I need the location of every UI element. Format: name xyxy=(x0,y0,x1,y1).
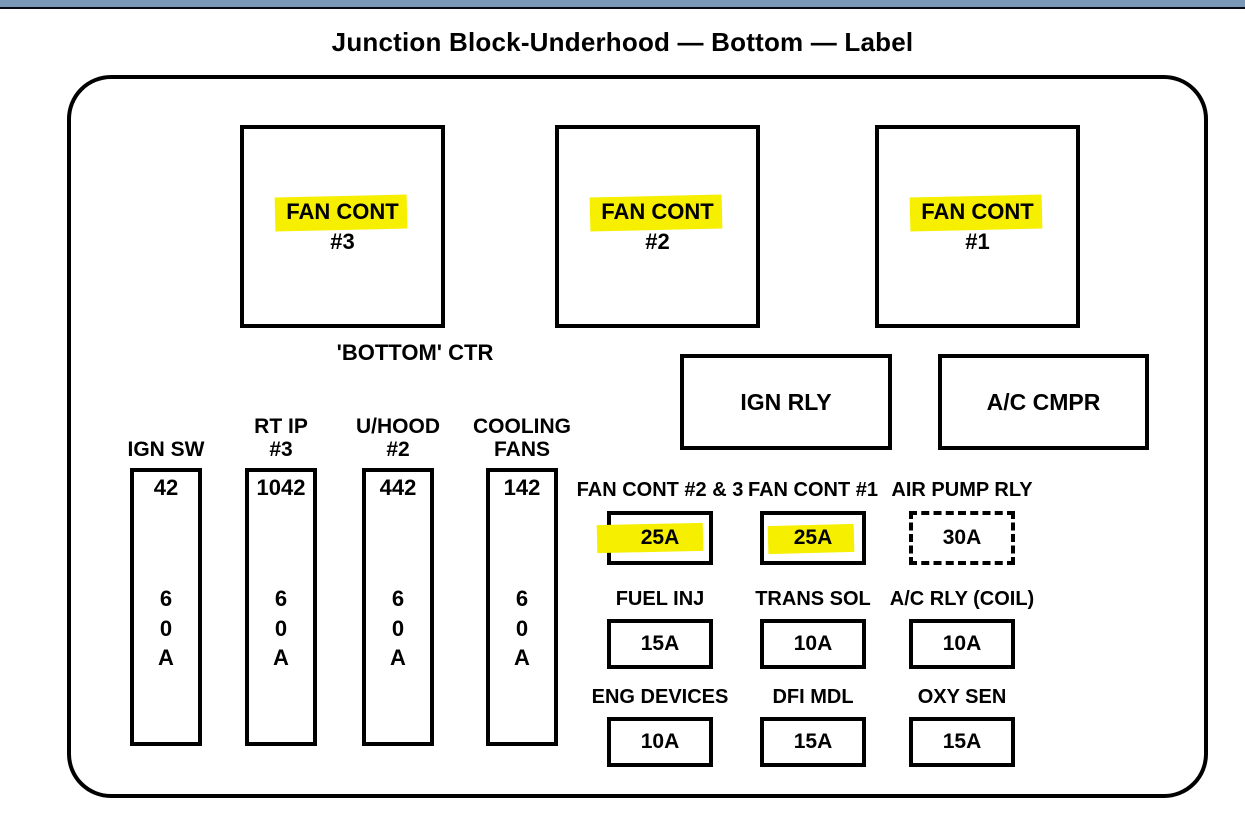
circuit-number: 42 xyxy=(153,475,179,500)
amp-char: A xyxy=(158,645,174,671)
fuse-label-eng-devices: ENG DEVICES xyxy=(591,686,729,708)
relay-label: A/C CMPR xyxy=(986,388,1101,415)
label-line: U/HOOD xyxy=(356,414,440,438)
fuse-fan-cont-2-3: 25A xyxy=(596,511,713,565)
fuse-label-fan-cont-1: FAN CONT #1 xyxy=(747,479,879,501)
relay-square-number: #2 xyxy=(645,228,670,254)
relay-square-number: #1 xyxy=(965,228,990,254)
fuse-oxy-sen: 15A xyxy=(909,717,1015,767)
circuit-number: 442 xyxy=(379,475,417,500)
amp-char: 0 xyxy=(515,615,529,641)
relay-ac-cmpr: A/C CMPR xyxy=(938,354,1149,450)
amp-char: 0 xyxy=(391,615,405,641)
circuit-number: 1042 xyxy=(256,475,306,500)
label-line: #2 xyxy=(386,437,410,461)
label-line: RT IP xyxy=(254,414,308,438)
fuse-label-fuel-inj: FUEL INJ xyxy=(615,588,705,610)
relay-square-number: #3 xyxy=(330,228,355,254)
circuit-number: 142 xyxy=(503,475,541,500)
amp-char: 6 xyxy=(159,586,173,611)
fuse-rating: 10A xyxy=(942,632,982,655)
fuse-label-dfi-mdl: DFI MDL xyxy=(772,686,854,708)
fuse-air-pump-rly: 30A xyxy=(909,511,1015,565)
amp-char: A xyxy=(514,645,530,671)
maxi-fuse-label-ign-sw: IGN SW xyxy=(91,405,241,461)
fuse-rating: 10A xyxy=(793,632,833,655)
relay-square-name: FAN CONT xyxy=(286,198,399,224)
label-line: #3 xyxy=(269,437,293,461)
fuse-rating: 25A xyxy=(793,526,833,549)
fuse-fuel-inj: 15A xyxy=(607,619,713,669)
fuse-ac-rly-coil: 10A xyxy=(909,619,1015,669)
amp-char: A xyxy=(273,645,289,671)
maxi-fuse-label-rt-ip-3: RT IP #3 xyxy=(206,405,356,461)
label-line: FANS xyxy=(493,437,550,461)
fuse-label-ac-rly-coil: A/C RLY (COIL) xyxy=(889,588,1035,610)
fuse-dfi-mdl: 15A xyxy=(760,717,866,767)
highlight-mark: FAN CONT xyxy=(921,197,1033,227)
diagram-title: Junction Block-Underhood — Bottom — Labe… xyxy=(331,27,914,57)
fuse-label-air-pump-rly: AIR PUMP RLY xyxy=(891,479,1033,501)
relay-label: IGN RLY xyxy=(740,388,832,415)
fuse-rating: 25A xyxy=(640,526,680,549)
amp-rating: 6 0 A xyxy=(490,584,554,673)
amp-rating: 6 0 A xyxy=(249,584,313,673)
bottom-ctr-label: 'BOTTOM' CTR xyxy=(336,340,494,365)
fuse-fan-cont-1: 25A xyxy=(760,511,866,565)
amp-char: 6 xyxy=(515,586,529,611)
relay-square-name: FAN CONT xyxy=(921,198,1034,224)
highlight-mark: FAN CONT xyxy=(286,197,398,227)
amp-rating: 6 0 A xyxy=(134,584,198,673)
amp-char: A xyxy=(390,645,406,671)
fuse-label-oxy-sen: OXY SEN xyxy=(917,686,1007,708)
maxi-fuse-strip-ign-sw: 42 6 0 A xyxy=(130,468,202,746)
maxi-fuse-strip-cooling-fans: 142 6 0 A xyxy=(486,468,558,746)
amp-char: 6 xyxy=(391,586,405,611)
amp-char: 6 xyxy=(274,586,288,611)
relay-ign-rly: IGN RLY xyxy=(680,354,892,450)
fuse-eng-devices: 10A xyxy=(607,717,713,767)
fuse-label-trans-sol: TRANS SOL xyxy=(755,588,871,610)
fuse-rating: 15A xyxy=(640,632,680,655)
fuse-rating: 15A xyxy=(942,730,982,753)
relay-square-fan-cont-2: FAN CONT #2 xyxy=(555,125,760,328)
label-line: IGN SW xyxy=(127,437,205,461)
fuse-trans-sol: 10A xyxy=(760,619,866,669)
amp-char: 0 xyxy=(274,615,288,641)
fuse-rating: 30A xyxy=(942,526,982,549)
maxi-fuse-strip-uhood-2: 442 6 0 A xyxy=(362,468,434,746)
fuse-label-fan-cont-2-3: FAN CONT #2 & 3 xyxy=(576,479,744,501)
maxi-fuse-label-uhood-2: U/HOOD #2 xyxy=(323,405,473,461)
relay-square-fan-cont-1: FAN CONT #1 xyxy=(875,125,1080,328)
amp-rating: 6 0 A xyxy=(366,584,430,673)
relay-square-fan-cont-3: FAN CONT #3 xyxy=(240,125,445,328)
label-line: COOLING xyxy=(473,414,571,438)
amp-char: 0 xyxy=(159,615,173,641)
junction-block-outline xyxy=(67,75,1208,798)
top-accent-bar xyxy=(0,0,1245,9)
highlight-mark: FAN CONT xyxy=(601,197,713,227)
fuse-rating: 15A xyxy=(793,730,833,753)
relay-square-name: FAN CONT xyxy=(601,198,714,224)
fuse-rating: 10A xyxy=(640,730,680,753)
maxi-fuse-strip-rt-ip-3: 1042 6 0 A xyxy=(245,468,317,746)
maxi-fuse-label-cooling-fans: COOLING FANS xyxy=(447,405,597,461)
